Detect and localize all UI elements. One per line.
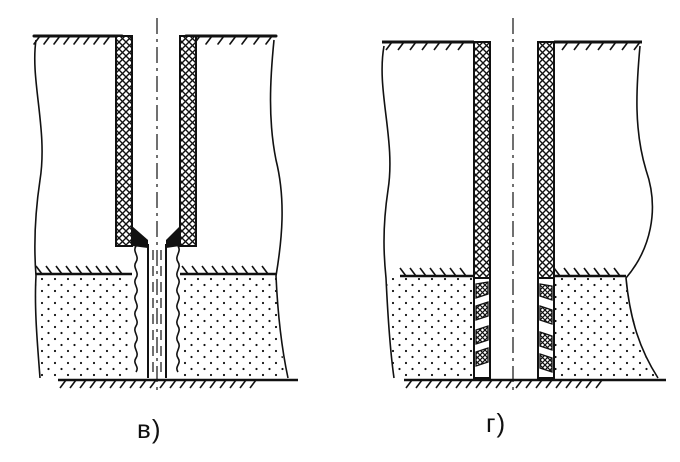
soil-boundary-left [33, 39, 43, 379]
layer-boundary-right [180, 265, 276, 276]
filter-pipe [147, 244, 167, 378]
panel-g [381, 18, 666, 392]
layer-boundary-left [35, 265, 132, 276]
soil-boundary-left [381, 45, 395, 379]
soil-boundary-right [625, 45, 659, 379]
casing-taper-right [166, 226, 180, 248]
bottom-ground [58, 378, 298, 389]
sand-layer-right [180, 276, 288, 378]
borehole-wall-left [134, 245, 138, 373]
panel-v [32, 18, 298, 392]
casing-wall-right [179, 35, 197, 247]
filter-slots-right [539, 283, 553, 373]
borehole-wall-right [176, 245, 180, 373]
ground-surface-right [554, 40, 642, 51]
panel-label-g: г) [486, 408, 507, 438]
casing-wall-right [537, 41, 555, 279]
layer-boundary-left [399, 267, 476, 278]
casing-wall-left [473, 41, 491, 279]
filter-wall-right [537, 277, 555, 379]
ground-surface-left [32, 34, 124, 45]
bottom-ground [404, 378, 666, 389]
sand-layer-left [386, 278, 474, 378]
casing-taper-left [132, 226, 148, 248]
ground-surface-left [382, 40, 474, 51]
sand-layer-left [36, 276, 132, 378]
sand-layer-right [554, 278, 658, 378]
casing-wall-left [115, 35, 133, 247]
panel-label-v: в) [137, 414, 162, 444]
soil-boundary-right [269, 39, 289, 379]
filter-slots-left [475, 281, 489, 367]
ground-surface-right [184, 34, 278, 45]
layer-boundary-right [552, 267, 626, 278]
